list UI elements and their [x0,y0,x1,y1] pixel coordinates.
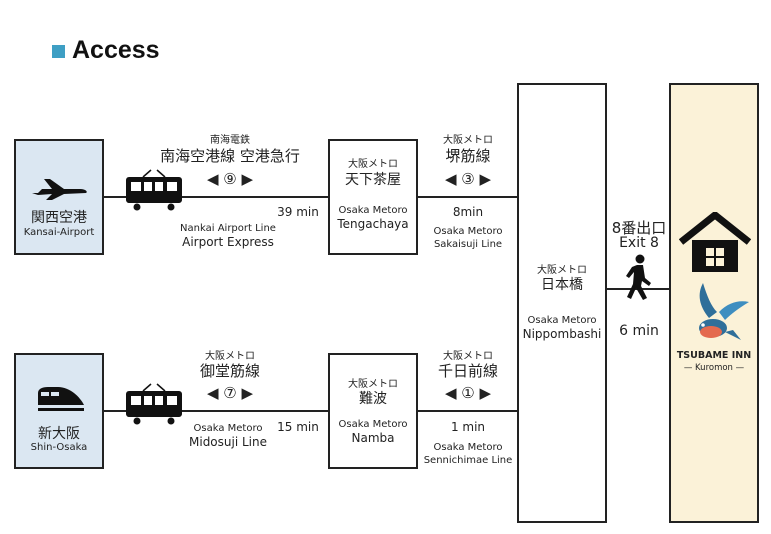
sakaisuji-line-en-1: Osaka Metoro [433,226,503,237]
nankai-operator: 南海電鉄 [210,135,250,146]
station-nippombashi: 大阪メトロ 日本橋 Osaka Metoro Nippombashi [517,83,607,523]
origin-shin-osaka-jp: 新大阪 [38,426,80,442]
walking-person-icon [626,254,651,300]
train-icon [126,383,182,425]
shinkansen-icon [38,387,84,411]
nankai-line-en-1: Nankai Airport Line [180,223,276,234]
namba-name-en: Namba [351,431,395,445]
sennichimae-number: ① [461,384,475,402]
midosuji-line-number: ◀ ⑦ ▶ [206,384,254,402]
tengachaya-name-jp: 天下茶屋 [345,172,401,188]
midosuji-operator: 大阪メトロ [205,351,255,362]
sakaisuji-line-number: ◀ ③ ▶ [444,170,492,188]
route-line-nankai [103,196,329,198]
midosuji-line-en-1: Osaka Metoro [193,423,263,434]
sakaisuji-line-en-2: Sakaisuji Line [433,239,503,250]
sennichimae-time: 1 min [450,420,486,434]
train-icon [126,169,182,211]
sennichimae-line-en-2: Sennichimae Line [423,455,513,466]
sakaisuji-operator: 大阪メトロ [443,135,493,146]
page-title: Access [72,36,160,64]
nankai-number: ⑨ [223,170,237,188]
hotel-sub: Kuromon [695,363,733,373]
airplane-icon [32,179,87,200]
midosuji-time: 15 min [277,420,319,434]
namba-operator-en: Osaka Metoro [338,419,408,430]
sakaisuji-number: ③ [461,170,475,188]
sennichimae-line-number: ◀ ① ▶ [444,384,492,402]
nankai-line-en-2: Airport Express [182,235,274,249]
sennichimae-operator: 大阪メトロ [443,351,493,362]
station-namba: 大阪メトロ 難波 Osaka Metoro Namba [328,353,418,469]
exit-en: Exit 8 [619,235,659,251]
swallow-icon [699,283,749,340]
house-icon [679,212,751,272]
route-line-midosuji [103,410,329,412]
title-marker [52,45,65,58]
tengachaya-operator-en: Osaka Metoro [338,205,408,216]
nankai-line-jp: 南海空港線 空港急行 [160,147,300,165]
tengachaya-operator: 大阪メトロ [348,159,398,170]
midosuji-number: ⑦ [223,384,237,402]
midosuji-line-jp: 御堂筋線 [199,362,260,380]
hotel-sub-row: — Kuromon — [683,363,745,373]
nippombashi-operator: 大阪メトロ [537,265,587,276]
walk-time: 6 min [619,323,659,339]
namba-name-jp: 難波 [359,391,387,407]
hotel-box: TSUBAME INN — Kuromon — [669,83,759,523]
sakaisuji-line-jp: 堺筋線 [445,147,491,165]
nippombashi-operator-en: Osaka Metoro [527,315,597,326]
nippombashi-name-en: Nippombashi [522,327,602,341]
nankai-line-number: ◀ ⑨ ▶ [206,170,254,188]
sennichimae-line-en-1: Osaka Metoro [433,442,503,453]
route-line-sennichimae [417,410,519,412]
route-line-sakaisuji [417,196,519,198]
station-tengachaya: 大阪メトロ 天下茶屋 Osaka Metoro Tengachaya [328,139,418,255]
sennichimae-line-jp: 千日前線 [437,362,498,380]
nippombashi-name-jp: 日本橋 [541,277,583,293]
nankai-time: 39 min [277,205,319,219]
midosuji-line-en-2: Midosuji Line [189,435,267,449]
namba-operator: 大阪メトロ [348,379,398,390]
hotel-name: TSUBAME INN [676,350,752,361]
origin-kansai: 関西空港 Kansai-Airport [14,139,104,255]
sakaisuji-time: 8min [452,205,484,219]
origin-kansai-jp: 関西空港 [31,210,87,226]
exit-jp: 8番出口 [611,219,667,237]
origin-shin-osaka: 新大阪 Shin-Osaka [14,353,104,469]
origin-shin-osaka-en: Shin-Osaka [30,442,88,453]
origin-kansai-en: Kansai-Airport [23,227,95,238]
tengachaya-name-en: Tengachaya [337,217,409,231]
